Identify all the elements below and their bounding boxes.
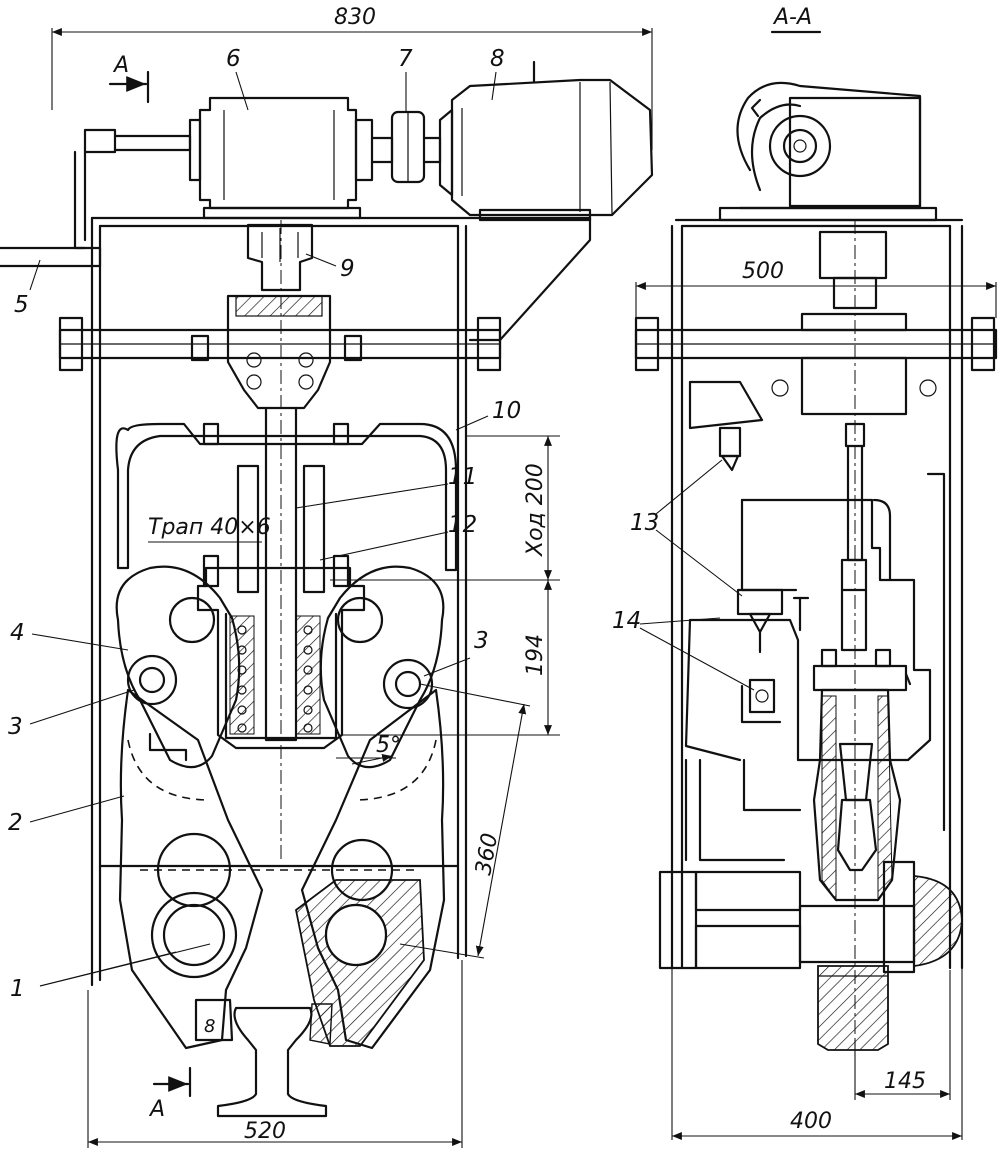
callout-14: 14 xyxy=(612,608,641,634)
section-wedge xyxy=(812,688,902,902)
dimension-145: 145 xyxy=(854,970,951,1100)
section-screw xyxy=(812,422,912,692)
section-crossbar xyxy=(634,316,998,372)
crank-handle xyxy=(0,128,192,268)
callouts-main: 1 2 3 3 4 5 6 7 8 9 10 11 12 xyxy=(8,46,521,1002)
dimension-500: 500 xyxy=(635,259,997,318)
coupling-7 xyxy=(370,110,442,184)
callout-3-right: 3 xyxy=(474,628,489,654)
dimension-label-830: 830 xyxy=(334,5,376,30)
pins-3 xyxy=(126,654,434,710)
dimension-label-stroke: Ход 200 xyxy=(523,463,548,557)
callout-1: 1 xyxy=(10,976,25,1002)
callout-9: 9 xyxy=(340,256,355,282)
section-motor xyxy=(718,81,938,222)
dimension-label-500: 500 xyxy=(742,259,784,284)
bearing-housing xyxy=(226,294,332,410)
angle-5deg: 5° xyxy=(336,733,401,765)
dimension-label-360: 360 xyxy=(471,831,503,877)
callout-7: 7 xyxy=(398,46,413,72)
section-rollers xyxy=(658,860,963,1051)
section-marker-bottom: А xyxy=(148,1066,192,1122)
callout-12: 12 xyxy=(448,512,477,538)
dimension-400: 400 xyxy=(671,968,963,1140)
callout-13: 13 xyxy=(630,510,659,536)
callout-6: 6 xyxy=(226,46,241,72)
upper-frame xyxy=(115,422,458,572)
thread-label: Трап 40×6 xyxy=(148,515,271,540)
thread-note: Трап 40×6 xyxy=(148,515,271,543)
lead-screw xyxy=(236,220,326,860)
coupling-9 xyxy=(246,223,314,292)
local-section-mark xyxy=(148,732,188,762)
section-gear-housing xyxy=(771,220,937,1060)
dimension-194: 194 xyxy=(340,580,560,736)
dimension-520: 520 xyxy=(87,960,463,1148)
section-marker-top: А xyxy=(108,53,150,104)
callouts-section: 13 14 xyxy=(612,459,755,691)
section-view-a-a: А-А xyxy=(612,5,998,1140)
section-side-block xyxy=(684,472,946,862)
dimension-label-400: 400 xyxy=(790,1109,832,1134)
dimension-label-520: 520 xyxy=(244,1119,286,1144)
housing-frame xyxy=(90,216,592,987)
gearbox-6 xyxy=(188,96,374,220)
dimension-label-145: 145 xyxy=(884,1069,926,1094)
rail: 8 xyxy=(194,998,333,1118)
callout-3-left: 3 xyxy=(8,714,23,740)
callout-10: 10 xyxy=(492,398,521,424)
angle-label: 5° xyxy=(376,733,401,758)
dimension-830: 830 xyxy=(51,5,653,150)
motor-8 xyxy=(438,60,654,222)
callout-5: 5 xyxy=(14,292,29,318)
section-marker-bottom-letter: А xyxy=(148,1097,165,1122)
dimension-360: 360 xyxy=(399,683,531,959)
main-view: 830 А xyxy=(0,5,654,1148)
dimension-stroke-200: Ход 200 xyxy=(330,435,560,581)
rail-clamp-mark: 8 xyxy=(204,1016,215,1037)
section-title: А-А xyxy=(772,5,812,30)
callout-11: 11 xyxy=(448,464,477,490)
section-frame xyxy=(670,218,964,970)
lever-4 xyxy=(115,565,445,769)
switch-14 xyxy=(736,588,810,724)
callout-4: 4 xyxy=(10,620,25,646)
limit-switch-13 xyxy=(688,380,764,472)
callout-8: 8 xyxy=(490,46,505,72)
cross-bar xyxy=(58,316,502,372)
callout-2: 2 xyxy=(8,810,23,836)
dimension-label-194: 194 xyxy=(523,634,548,676)
section-marker-top-letter: А xyxy=(112,53,129,78)
